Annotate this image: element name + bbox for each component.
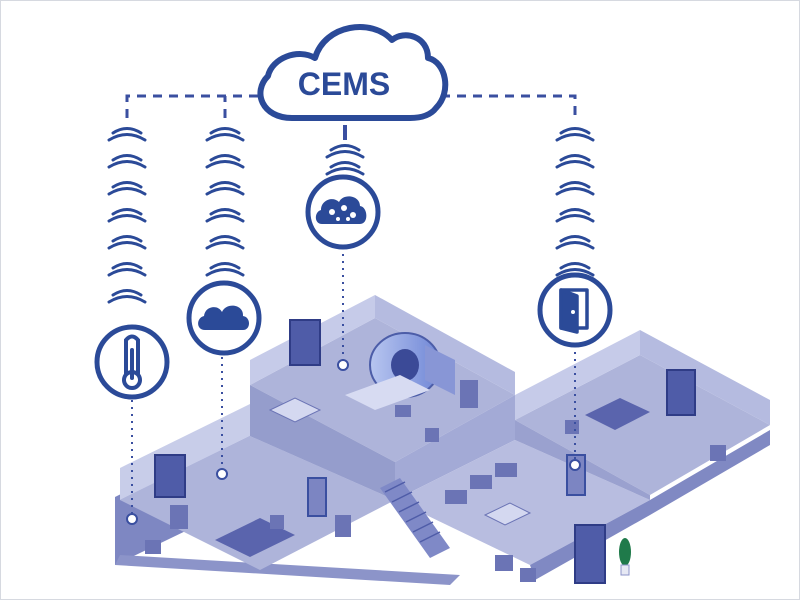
link-temperature: [125, 94, 262, 118]
thermometer-icon: [122, 334, 142, 390]
door-sensor: [537, 272, 613, 348]
sensor-drop-lines: [131, 247, 576, 515]
cloud-icon: [257, 24, 449, 121]
door-icon: [559, 288, 589, 334]
cloud-icon: [198, 305, 249, 330]
link-door: [425, 94, 577, 118]
temperature-sensor: [94, 324, 170, 400]
wifi-signal-door: [555, 127, 595, 277]
cems-label: CEMS: [298, 66, 390, 102]
network-links: [125, 94, 577, 118]
humidity-sensor: [186, 280, 262, 356]
wifi-signal-humidity: [205, 127, 245, 277]
right-room-floor: [515, 355, 770, 495]
wifi-signal-air-quality: [325, 144, 365, 176]
cems-cloud: CEMS: [257, 24, 449, 121]
sensor-nodes: [126, 359, 581, 525]
air-quality-sensor: [305, 174, 381, 250]
left-room-floor: [120, 436, 395, 570]
building: [115, 295, 770, 585]
wifi-signal-temperature: [107, 127, 147, 304]
